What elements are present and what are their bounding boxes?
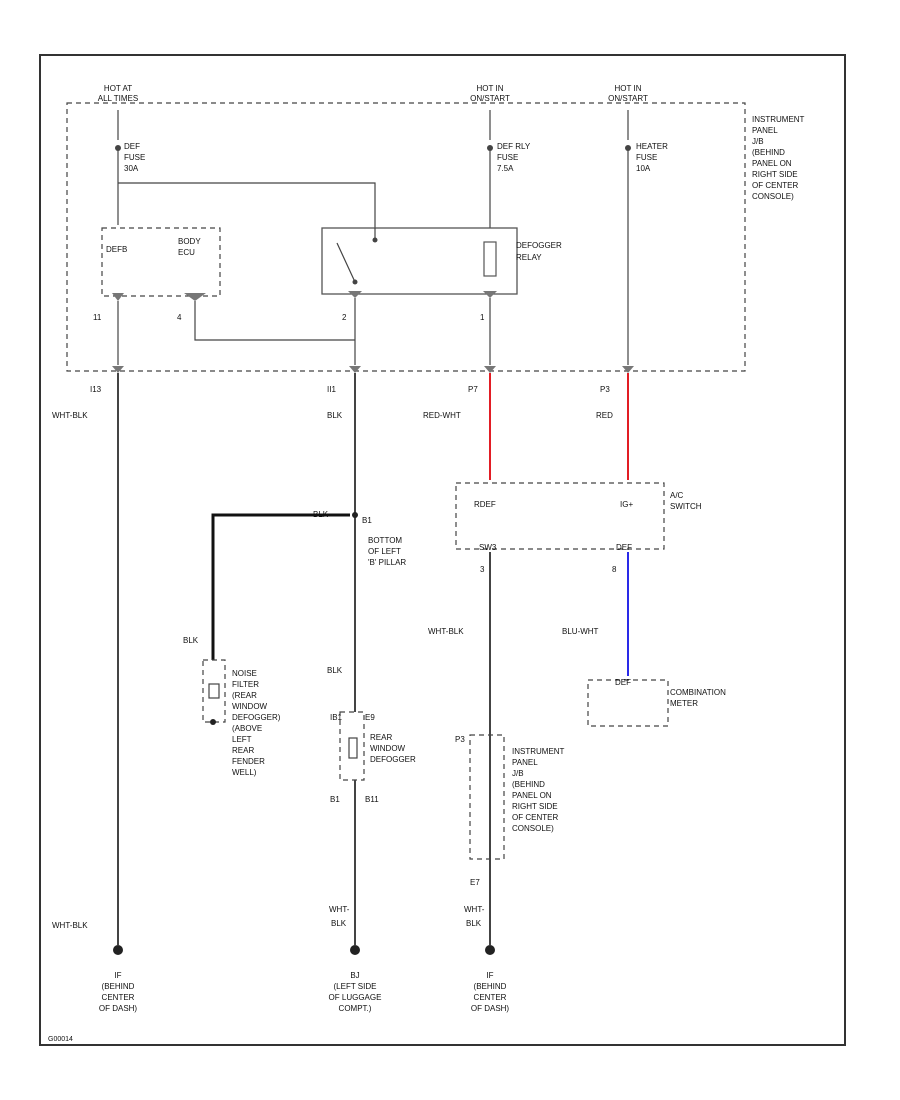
connector-b11: B11 (365, 795, 379, 804)
ground-wire-g2: WHT-BLK (329, 905, 350, 928)
ground-g1-icon (113, 945, 123, 955)
relay-pin-left: 2 (342, 313, 347, 322)
wire-w8: BLK (327, 666, 343, 675)
body-ecu-connector: DEFB (106, 245, 127, 254)
wire-w1: WHT-BLK (52, 411, 88, 420)
footer-code: G00014 (48, 1036, 73, 1043)
instrument-panel-jb-label-2: INSTRUMENT PANEL J/B (BEHIND PANEL ON RI… (512, 747, 567, 833)
ac-switch-pin1: RDEF (474, 500, 496, 509)
body-ecu-pin-right-icon (184, 293, 206, 301)
connector-b1: B1 (330, 795, 340, 804)
ac-switch-pin-left: 3 (480, 565, 485, 574)
connector-c3: P7 (468, 385, 478, 394)
wire-w4: RED (596, 411, 613, 420)
ground-g2-icon (350, 945, 360, 955)
ac-switch-pin2: IG+ (620, 500, 633, 509)
relay-switch-icon (336, 242, 356, 283)
connector-c1: I13 (90, 385, 102, 394)
capacitor-icon (208, 683, 220, 699)
noise-filter-box (202, 659, 226, 723)
splice-point-icon (352, 512, 358, 518)
connector-rw: E9 (365, 713, 375, 722)
body-ecu-pin-left-icon (112, 293, 124, 301)
wire-w3: RED-WHT (423, 411, 461, 420)
body-ecu-pin-right: 4 (177, 313, 182, 322)
relay-pin-left-icon (348, 291, 362, 298)
rear-defogger-box (339, 711, 365, 781)
splice-wire-label: BLK (313, 510, 329, 519)
wire-w2: BLK (327, 411, 343, 420)
splice-pin: B1 (362, 516, 372, 525)
ground-wire-g1: WHT-BLK (52, 921, 88, 930)
relay-pin-right: 1 (480, 313, 485, 322)
body-ecu-box (101, 227, 221, 297)
ac-switch-pin-right: 8 (612, 565, 617, 574)
ac-switch-pin4: DEF (616, 543, 632, 552)
relay-pin-right-icon (483, 291, 497, 298)
connector-p-jb: P3 (455, 735, 465, 744)
defogger-relay-box (321, 227, 518, 295)
relay-coil-icon (483, 241, 497, 277)
instrument-panel-jb-label: INSTRUMENT PANEL J/B (BEHIND PANEL ON RI… (752, 115, 807, 201)
combination-meter-pin: DEF (615, 678, 631, 687)
jb-lower-box (469, 734, 505, 860)
ac-switch-pin3: SW3 (479, 543, 497, 552)
noise-filter-label: NOISE FILTER (REAR WINDOW DEFOGGER) (ABO… (232, 669, 283, 777)
instrument-panel-jb-box (66, 102, 746, 372)
body-ecu-pin-left: 11 (93, 313, 102, 322)
ground-wire-g3: WHT-BLK (464, 905, 485, 928)
defogger-element-icon (348, 737, 358, 759)
diagram-frame (39, 54, 846, 1046)
connector-c4: P3 (600, 385, 610, 394)
wire-w7: BLK (183, 636, 199, 645)
combination-meter-box (587, 679, 669, 727)
fuse-heater-icon (625, 145, 631, 151)
wire-w5: WHT-BLK (428, 627, 464, 636)
fuse-def-rly-icon (487, 145, 493, 151)
fuse-def-icon (115, 145, 121, 151)
ac-switch-box (455, 482, 665, 550)
ground-g3-icon (485, 945, 495, 955)
wire-w6: BLU-WHT (562, 627, 599, 636)
connector-c2: II1 (327, 385, 336, 394)
connector-ib1: IB1 (330, 713, 343, 722)
connector-e7: E7 (470, 878, 480, 887)
